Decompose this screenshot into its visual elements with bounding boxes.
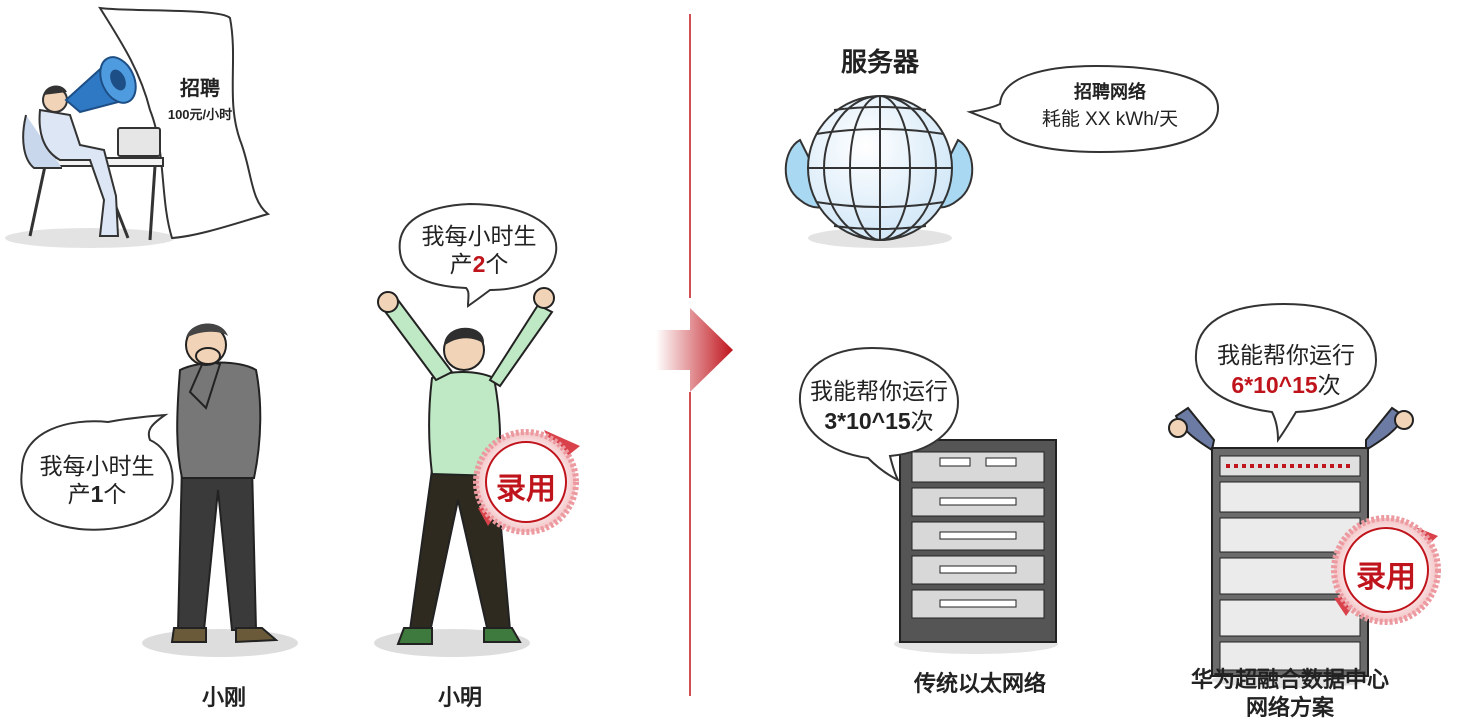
- xiaoming-speech-line2: 产2个: [400, 250, 558, 278]
- server-bubble-title: 招聘网络: [1074, 82, 1146, 102]
- server-speech-bubble: [966, 64, 1220, 154]
- xiaoming-figure: [374, 287, 555, 657]
- server-globe-illustration: [784, 95, 974, 248]
- huawei-speech-line1: 我能帮你运行: [1217, 342, 1355, 368]
- xiaogang-speech-number: 1: [90, 481, 104, 507]
- huawei-speech-bubble: [1194, 302, 1378, 443]
- xiaoming-speech-number: 2: [472, 251, 486, 277]
- xiaoming-speech-suffix: 个: [485, 251, 509, 277]
- huawei-speech-text: 我能帮你运行 6*10^15次: [1196, 340, 1376, 400]
- recruit-poster-title: 招聘: [180, 78, 220, 100]
- ethernet-speech-text: 我能帮你运行 3*10^15次: [800, 376, 958, 436]
- huawei-speech-value: 6*10^15: [1231, 372, 1318, 398]
- huawei-label-line1: 华为超融合数据中心: [1190, 667, 1389, 692]
- ethernet-label: 传统以太网络: [913, 671, 1046, 696]
- xiaogang-speech-line2: 产1个: [22, 480, 172, 508]
- xiaoming-speech-prefix: 产: [449, 251, 473, 277]
- recruit-poster-wage: 100元/小时: [167, 107, 233, 122]
- xiaogang-speech-text: 我每小时生 产1个: [22, 452, 172, 508]
- xiaogang-speech-line1: 我每小时生: [39, 453, 155, 479]
- huawei-hired-seal: [1331, 515, 1441, 625]
- ethernet-rack-illustration: [894, 439, 1058, 654]
- xiaoming-hired-seal: [473, 429, 580, 535]
- ethernet-speech-line1: 我能帮你运行: [810, 378, 948, 404]
- xiaoming-speech-text: 我每小时生 产2个: [400, 222, 558, 278]
- ethernet-speech-suffix: 次: [910, 408, 934, 434]
- ethernet-speech-line2: 3*10^15次: [800, 406, 958, 436]
- xiaoming-speech-bubble: [398, 202, 558, 308]
- ethernet-speech-bubble: [798, 346, 960, 483]
- transition-arrow: [656, 308, 733, 392]
- huawei-speech-suffix: 次: [1317, 372, 1341, 398]
- xiaoming-seal-text: 录用: [496, 473, 556, 506]
- huawei-rack-illustration: [1168, 406, 1414, 688]
- huawei-label: 华为超融合数据中心 网络方案: [1170, 666, 1410, 722]
- xiaogang-name: 小刚: [201, 685, 246, 710]
- xiaoming-speech-line1: 我每小时生: [421, 223, 537, 249]
- xiaogang-figure: [142, 323, 298, 657]
- server-title: 服务器: [840, 47, 919, 77]
- server-bubble-energy: 耗能 XX kWh/天: [1041, 109, 1179, 130]
- xiaoming-name: 小明: [437, 685, 482, 710]
- xiaogang-speech-prefix: 产: [67, 481, 91, 507]
- huawei-speech-line2: 6*10^15次: [1196, 370, 1376, 400]
- xiaogang-speech-suffix: 个: [103, 481, 127, 507]
- ethernet-speech-value: 3*10^15: [824, 408, 911, 434]
- xiaogang-speech-bubble: [20, 413, 174, 531]
- recruiter-illustration: [5, 6, 271, 248]
- huawei-label-line2: 网络方案: [1245, 695, 1334, 720]
- huawei-seal-text: 录用: [1356, 561, 1416, 594]
